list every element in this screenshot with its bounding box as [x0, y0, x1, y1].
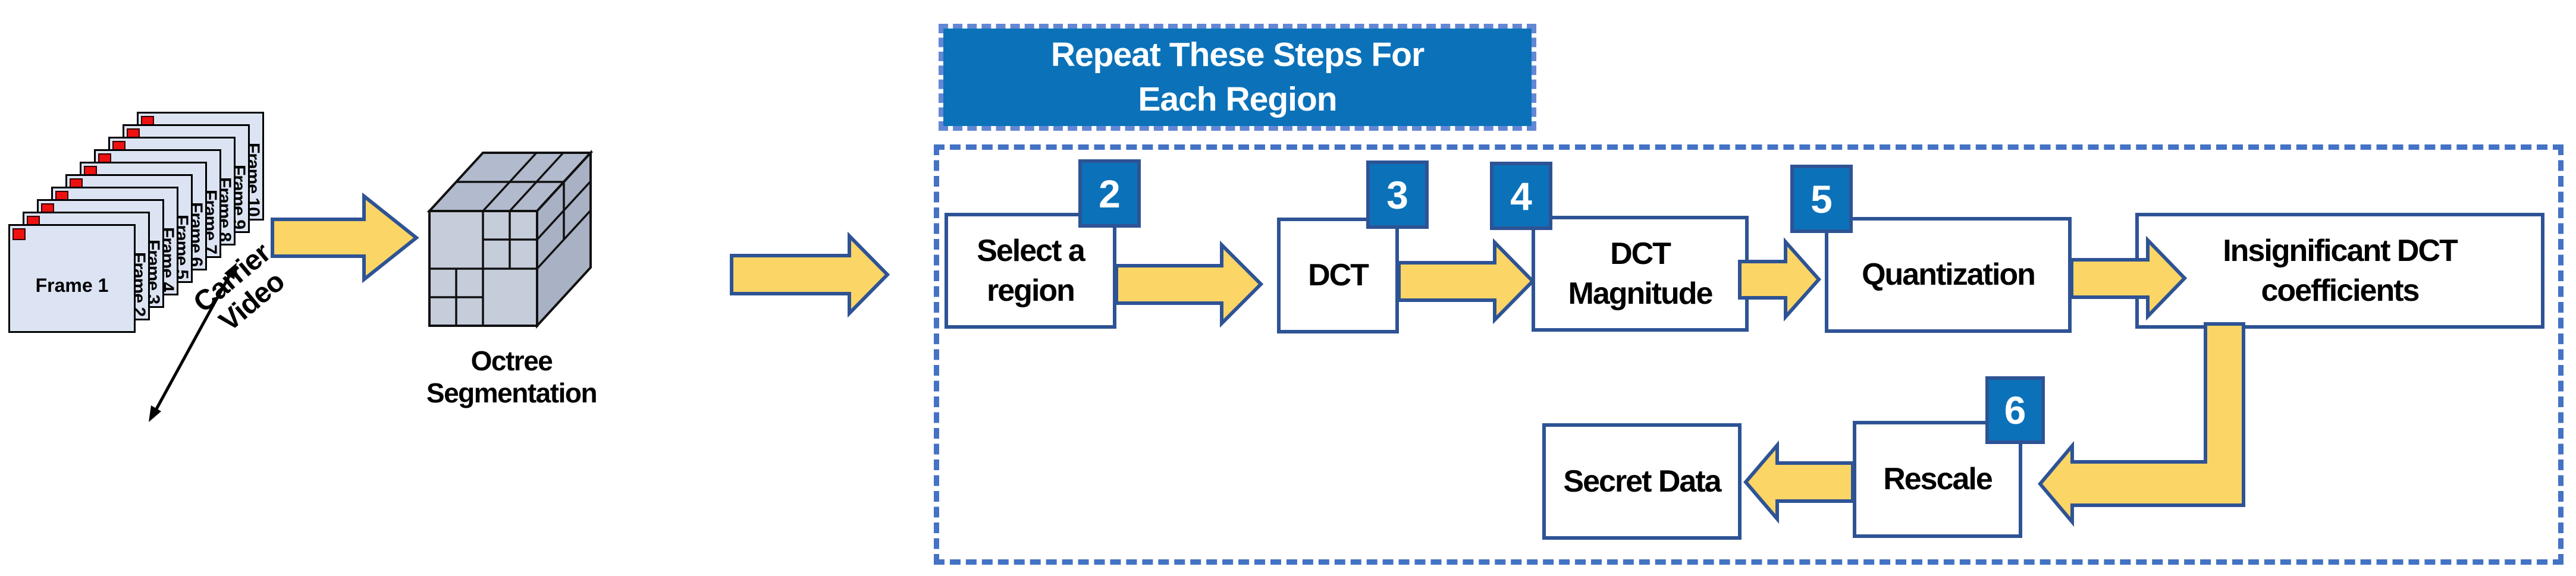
octree-label: Octree Segmentation [410, 345, 613, 410]
octree-label-line1: Octree [470, 345, 553, 376]
repeat-header-line2: Each Region [1138, 80, 1337, 118]
step-label: Insignificant DCT [2223, 234, 2458, 269]
step-dct-magnitude: DCT Magnitude [1532, 216, 1749, 332]
badge-step-4: 4 [1490, 162, 1552, 230]
step-quantization: Quantization [1825, 217, 2072, 333]
repeat-header-line1: Repeat These Steps For [1050, 35, 1425, 74]
badge-step-3: 3 [1366, 160, 1429, 229]
repeat-region-container [934, 144, 2564, 565]
arrow-octree-to-steps-icon [730, 231, 890, 318]
step-secret-data: Secret Data [1542, 423, 1742, 540]
badge-number: 4 [1510, 174, 1532, 218]
step-label: Quantization [1862, 257, 2036, 292]
cube-subdivision-lines [429, 152, 592, 326]
badge-number: 2 [1099, 171, 1121, 216]
badge-number: 6 [2004, 388, 2026, 432]
octree-cube [426, 149, 594, 329]
octree-label-line2: Segmentation [426, 377, 598, 409]
step-label: Secret Data [1563, 464, 1721, 499]
step-label: DCT [1308, 258, 1369, 293]
step-label: Magnitude [1568, 276, 1714, 311]
step-dct: DCT [1277, 218, 1399, 333]
step-label: Rescale [1883, 462, 1993, 497]
badge-number: 5 [1811, 177, 1833, 221]
frame-label: Frame 1 [35, 275, 109, 296]
badge-number: 3 [1386, 172, 1408, 217]
step-label: coefficients [2261, 273, 2420, 308]
video-frame-front: Frame 1 [8, 224, 136, 333]
badge-step-6: 6 [1985, 376, 2045, 444]
step-label: Select a [977, 234, 1085, 269]
badge-step-5: 5 [1790, 165, 1853, 233]
step-insignificant-dct-coefficients: Insignificant DCT coefficients [2135, 213, 2544, 329]
badge-step-2: 2 [1078, 159, 1141, 228]
repeat-header: Repeat These Steps For Each Region [939, 24, 1536, 131]
step-label: DCT [1610, 237, 1671, 272]
step-select-region: Select a region [945, 213, 1116, 329]
frame-corner-marker [12, 228, 26, 240]
step-label: region [987, 273, 1075, 308]
